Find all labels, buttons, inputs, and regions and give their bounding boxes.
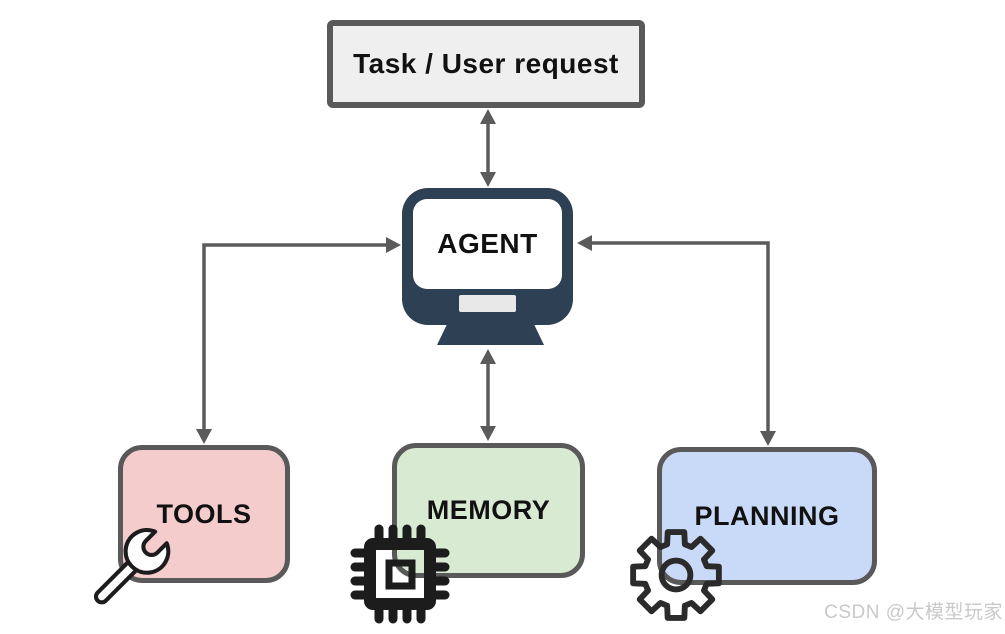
task-user-request-box: Task / User request [327,20,645,108]
wrench-icon [94,528,171,605]
agent-monitor-slot [459,295,516,312]
agent-label: AGENT [437,228,538,259]
planning-node: PLANNING [657,447,877,585]
gear-icon [630,529,722,621]
agent-monitor-icon: AGENT [402,188,573,325]
agent-monitor-stand [437,325,544,345]
task-user-request-label: Task / User request [353,48,619,79]
chip-icon [350,524,450,624]
connector-task-agent [480,109,496,187]
connector-planning-agent [577,235,776,446]
connector-agent-memory [480,349,496,441]
connector-tools-agent [196,237,401,444]
agent-monitor-screen: AGENT [413,199,562,289]
planning-label: PLANNING [694,500,840,531]
csdn-watermark: CSDN @大模型玩家 [824,602,1003,623]
memory-label: MEMORY [426,495,551,525]
tools-label: TOOLS [156,498,252,529]
